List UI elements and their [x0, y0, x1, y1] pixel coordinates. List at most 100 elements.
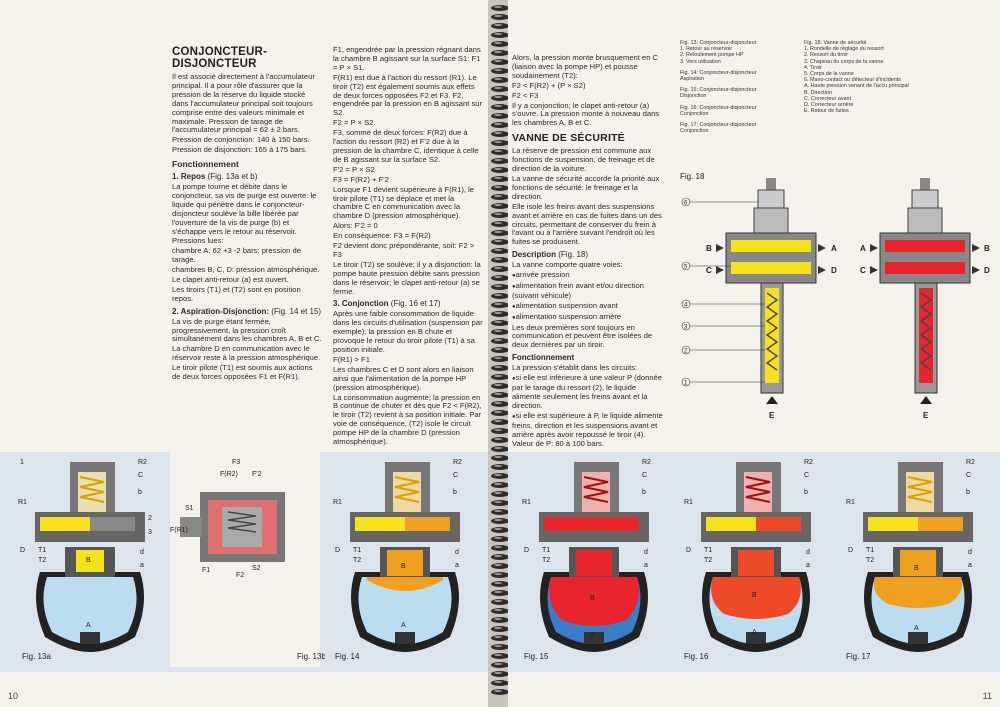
- spiral-coil-highlight: [494, 663, 502, 665]
- spiral-coil-highlight: [494, 420, 502, 422]
- spiral-coil: [491, 266, 509, 272]
- spiral-coil: [491, 50, 509, 56]
- spiral-coil: [491, 608, 509, 614]
- fig17-label-d-small: d: [968, 549, 972, 556]
- spiral-coil-highlight: [494, 213, 502, 215]
- spiral-coil-highlight: [494, 33, 502, 35]
- fig13a-label-3: 3: [148, 529, 152, 536]
- spiral-coil-highlight: [494, 609, 502, 611]
- left-page: CONJONCTEUR- DISJONCTEUR Il est associé …: [0, 0, 492, 707]
- fig13a-label-d-small: d: [140, 549, 144, 556]
- fig16-label-r1: R1: [684, 499, 693, 506]
- col2-p2: F(R1) est due à l'action du ressort (R1)…: [333, 72, 483, 118]
- fig13b-label-f1: F1: [202, 567, 210, 574]
- spiral-coil: [491, 563, 509, 569]
- r-col1-p6: La vanne de sécurité accorde la priorité…: [512, 173, 660, 201]
- fig14-label-c: C: [453, 472, 458, 479]
- col2-p11: Le tiroir (T2) se soulève; il y a disjon…: [333, 259, 481, 296]
- spiral-coil-highlight: [494, 15, 502, 17]
- spiral-coil-highlight: [494, 321, 502, 323]
- fig13b-label-f2: F2: [236, 572, 244, 579]
- fig18-callout-1: 1: [684, 381, 688, 387]
- fig18-left-a: A: [831, 244, 837, 253]
- tiroirs-text: Les tiroirs (T1) et (T2) sont en positio…: [172, 284, 301, 303]
- caption-fig15: Fig. 15: Conjoncteur-disjoncteur Disjonc…: [680, 87, 757, 100]
- spiral-coil: [491, 347, 509, 353]
- spiral-coil-highlight: [494, 240, 502, 242]
- spiral-coil: [491, 482, 509, 488]
- fig18-left-b: B: [706, 244, 712, 253]
- repos-ref: (Fig. 13a et b): [207, 172, 258, 182]
- fig13a-label-b: b: [138, 489, 142, 496]
- spiral-coil: [491, 32, 509, 38]
- col2-p14: Les chambres C et D sont alors en liaiso…: [333, 364, 474, 392]
- spiral-coil-highlight: [494, 231, 502, 233]
- bullet-1: arrivée pression: [512, 270, 664, 281]
- spiral-coil: [491, 401, 509, 407]
- fig16-label-d-small: d: [806, 549, 810, 556]
- caption-fig18: Fig. 18: Vanne de sécurité 1. Rondelle d…: [804, 40, 909, 115]
- asp-text-2: La chambre D en communication avec le ré…: [172, 344, 321, 363]
- fig-13a-diagram: R1 R2 C b D T1 T2 d a B A 1 2 3: [10, 452, 170, 667]
- fig13b-label-s2: S2: [252, 565, 261, 572]
- fig13a-label-a-chamber: A: [86, 622, 91, 629]
- fig14-label-d-small: d: [455, 549, 459, 556]
- spiral-coil: [491, 680, 509, 686]
- fig15-label-c: C: [642, 472, 647, 479]
- desc-text: La vanne comporte quatre voies:: [512, 260, 623, 270]
- fig15-label-t1: T1: [542, 547, 550, 554]
- fig18-callout-5: 5: [684, 265, 688, 271]
- description-heading: Description (Fig. 18): [512, 250, 664, 260]
- right-page: Alors, la pression monte brusquement en …: [508, 0, 1000, 707]
- caption-fig17: Fig. 17: Conjoncteur-disjoncteur Conjonc…: [680, 122, 757, 135]
- spiral-coil-highlight: [494, 114, 502, 116]
- spiral-coil-highlight: [494, 276, 502, 278]
- spiral-coil: [491, 140, 509, 146]
- spiral-coil-highlight: [494, 105, 502, 107]
- left-column-1: CONJONCTEUR- DISJONCTEUR Il est associé …: [172, 46, 322, 383]
- repos-text: La pompe tourne et débite dans le conjon…: [172, 181, 317, 236]
- spiral-coil-highlight: [494, 645, 502, 647]
- spiral-coil-highlight: [494, 555, 502, 557]
- spiral-coil: [491, 464, 509, 470]
- spiral-coil-highlight: [494, 375, 502, 377]
- fig-13a-label: Fig. 13a: [22, 652, 51, 661]
- spiral-coil: [491, 122, 509, 128]
- desc-ref: (Fig. 18): [558, 250, 589, 260]
- spiral-coil-highlight: [494, 186, 502, 188]
- fig16-label-b: b: [804, 489, 808, 496]
- spiral-coil-highlight: [494, 96, 502, 98]
- spiral-coil-highlight: [494, 537, 502, 539]
- right-column-1: Alors, la pression monte brusquement en …: [512, 53, 664, 450]
- fig18-right-d: D: [984, 266, 990, 275]
- fig18-callout-4: 4: [684, 303, 688, 309]
- spiral-coil: [491, 410, 509, 416]
- section-title: CONJONCTEUR- DISJONCTEUR: [172, 46, 322, 70]
- spiral-coil: [491, 554, 509, 560]
- fig13a-label-1: 1: [20, 459, 24, 466]
- spiral-coil-highlight: [494, 636, 502, 638]
- spiral-coil: [491, 41, 509, 47]
- fig14-label-b-chamber: B: [401, 563, 406, 570]
- fig13a-label-r2: R2: [138, 459, 147, 466]
- fig-13b-label: Fig. 13b: [297, 652, 326, 661]
- fig18-left-e: E: [769, 411, 775, 420]
- spiral-coil: [491, 392, 509, 398]
- spiral-coil-highlight: [494, 456, 502, 458]
- fig14-label-b: b: [453, 489, 457, 496]
- spiral-coil: [491, 113, 509, 119]
- fig-15-label: Fig. 15: [524, 652, 549, 661]
- fig13a-label-b-chamber: B: [86, 557, 91, 564]
- spiral-coil: [491, 284, 509, 290]
- spiral-coil: [491, 653, 509, 659]
- spiral-coil: [491, 617, 509, 623]
- fig14-label-t1: T1: [353, 547, 361, 554]
- fig17-label-b: b: [966, 489, 970, 496]
- spiral-coil-highlight: [494, 411, 502, 413]
- spiral-coil-highlight: [494, 159, 502, 161]
- spiral-coil-highlight: [494, 357, 502, 359]
- fig13a-label-t2: T2: [38, 557, 46, 564]
- spiral-coil-highlight: [494, 339, 502, 341]
- r-col1-p10: Valeur de P: 80 à 100 bars.: [512, 439, 604, 449]
- fig-16-label: Fig. 16: [684, 652, 709, 661]
